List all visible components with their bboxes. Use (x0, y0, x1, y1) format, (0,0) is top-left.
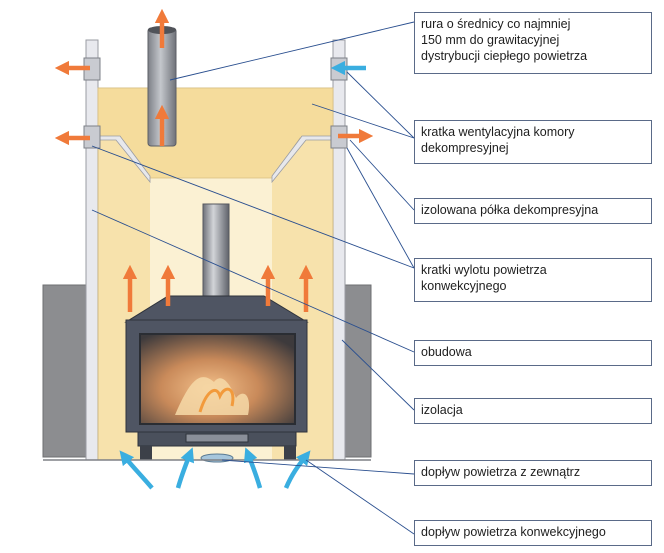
label-shelf: izolowana półka dekompresyjna (414, 198, 652, 224)
leader-lines (91, 21, 415, 535)
label-vent-grille: kratka wentylacyjna komory dekompresyjne… (414, 120, 652, 164)
leader-shelf (349, 139, 415, 211)
masonry-block-right (344, 284, 372, 458)
cold-arrow-inlet-2 (175, 447, 195, 489)
label-casing-text: obudowa (421, 345, 472, 359)
label-insulation-text: izolacja (421, 403, 463, 417)
leader-outlet-grilles-right (346, 147, 415, 269)
cold-arrow-inlet-3 (243, 447, 263, 489)
casing-wall-left (85, 39, 99, 461)
label-vent-grille-text: kratka wentylacyjna komory dekompresyjne… (421, 125, 575, 155)
label-pipe-text: rura o średnicy co najmniej 150 mm do gr… (421, 17, 588, 63)
cold-air-arrows (119, 60, 366, 490)
chimney-flue (202, 203, 230, 297)
ash-drawer (185, 433, 249, 443)
leader-outlet-grilles-left (91, 145, 415, 269)
flames (198, 387, 235, 413)
cold-arrow-inlet-4 (283, 450, 311, 489)
hot-air-arrows (54, 8, 374, 312)
label-pipe: rura o średnicy co najmniej 150 mm do gr… (414, 12, 652, 74)
leader-pipe (169, 21, 415, 81)
leader-vent-grille (311, 103, 415, 139)
masonry-block-left (42, 284, 87, 458)
leader-casing (91, 209, 415, 353)
label-outside-air-text: dopływ powietrza z zewnątrz (421, 465, 581, 479)
leader-outside-air (221, 459, 415, 475)
label-casing: obudowa (414, 340, 652, 366)
label-convection-air-text: dopływ powietrza konwekcyjnego (421, 525, 606, 539)
label-shelf-text: izolowana półka dekompresyjna (421, 203, 599, 217)
stove-leg-left (140, 446, 152, 460)
label-outlet-grilles: kratki wylotu powietrza konwekcyjnego (414, 258, 652, 302)
leader-vent-grille-right (346, 71, 415, 139)
cold-arrow-inlet-1 (119, 450, 154, 490)
leader-insulation (341, 339, 415, 411)
label-outside-air: dopływ powietrza z zewnątrz (414, 460, 652, 486)
leader-convection-air (305, 459, 415, 535)
label-outlet-grilles-text: kratki wylotu powietrza konwekcyjnego (421, 263, 547, 293)
stove-leg-right (284, 446, 296, 460)
label-convection-air: dopływ powietrza konwekcyjnego (414, 520, 652, 546)
fire-glow (175, 377, 250, 415)
casing-wall-right (332, 39, 346, 461)
label-insulation: izolacja (414, 398, 652, 424)
